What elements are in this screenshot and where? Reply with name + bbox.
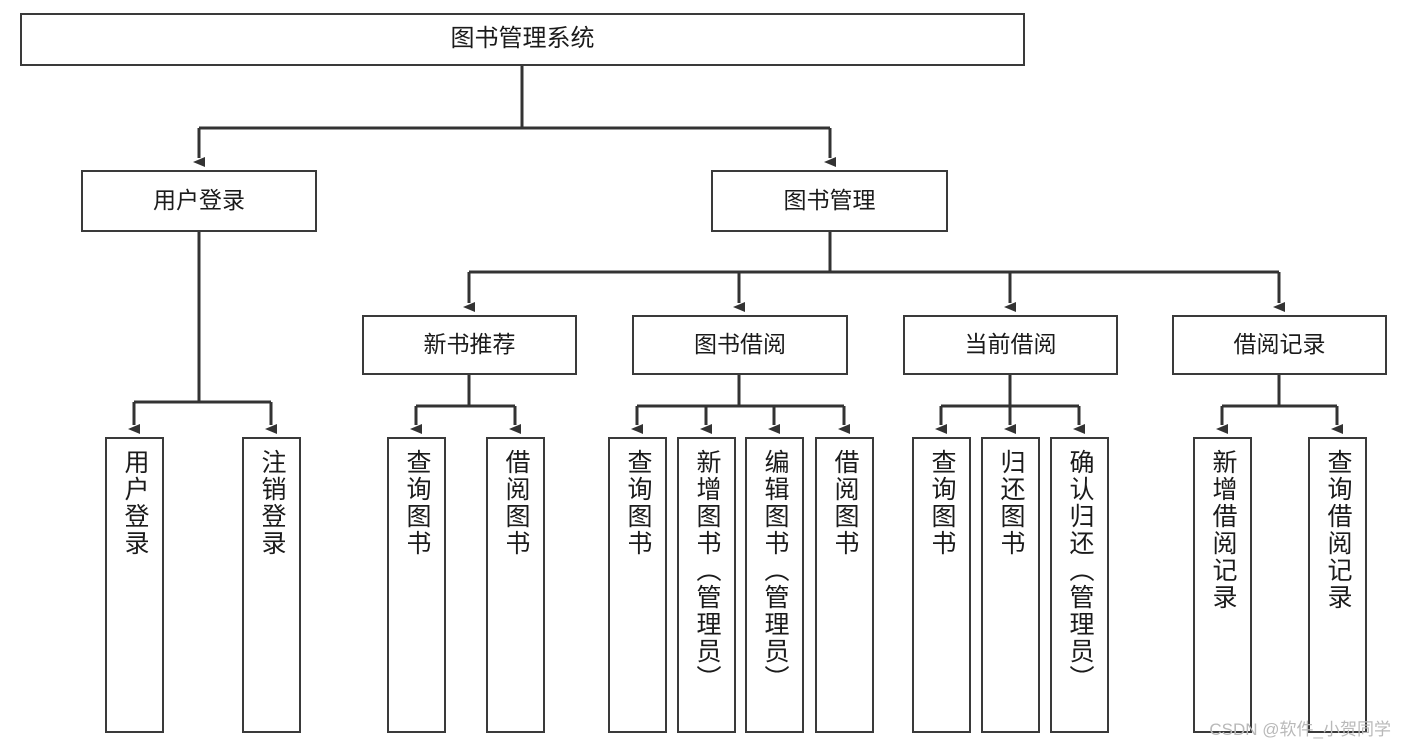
node-user-login[interactable]: 用户登录 [81,170,317,232]
node-label: 编辑图书（管理员） [761,449,789,692]
node-label: 借阅记录 [1233,331,1326,358]
leaf-user-login[interactable]: 用户登录 [105,437,164,733]
leaf-borrow-book-new[interactable]: 借阅图书 [486,437,545,733]
leaf-confirm-return-admin[interactable]: 确认归还（管理员） [1050,437,1109,733]
leaf-add-borrow-record[interactable]: 新增借阅记录 [1193,437,1252,733]
node-book-borrow[interactable]: 图书借阅 [632,315,848,375]
leaf-query-book-new[interactable]: 查询图书 [387,437,446,733]
node-label: 新增借阅记录 [1209,449,1237,611]
leaf-add-book-admin[interactable]: 新增图书（管理员） [677,437,736,733]
leaf-return-book[interactable]: 归还图书 [981,437,1040,733]
leaf-query-borrow-record[interactable]: 查询借阅记录 [1308,437,1367,733]
node-label: 用户登录 [153,187,245,214]
leaf-query-book[interactable]: 查询图书 [608,437,667,733]
node-label: 借阅图书 [502,449,530,557]
leaf-user-logout[interactable]: 注销登录 [242,437,301,733]
node-label: 用户登录 [121,449,149,557]
node-label: 新增图书（管理员） [693,449,721,692]
node-new-book-recommend[interactable]: 新书推荐 [362,315,577,375]
node-label: 查询图书 [928,449,956,557]
node-label: 查询借阅记录 [1324,449,1352,611]
node-label: 注销登录 [258,449,286,557]
node-label: 查询图书 [403,449,431,557]
leaf-query-book-current[interactable]: 查询图书 [912,437,971,733]
node-label: 借阅图书 [831,449,859,557]
node-borrow-record[interactable]: 借阅记录 [1172,315,1387,375]
node-label: 确认归还（管理员） [1066,449,1094,692]
leaf-edit-book-admin[interactable]: 编辑图书（管理员） [745,437,804,733]
node-label: 图书管理系统 [450,25,595,53]
node-label: 图书管理 [783,187,876,214]
csdn-watermark: CSDN @软件_小贺同学 [1209,720,1391,739]
node-label: 当前借阅 [964,331,1057,358]
node-label: 图书借阅 [694,331,786,358]
leaf-borrow-book[interactable]: 借阅图书 [815,437,874,733]
node-label: 新书推荐 [423,331,516,358]
node-book-management[interactable]: 图书管理 [711,170,948,232]
node-label: 归还图书 [997,449,1025,557]
node-label: 查询图书 [624,449,652,557]
node-root-system[interactable]: 图书管理系统 [20,13,1025,66]
node-current-borrow[interactable]: 当前借阅 [903,315,1118,375]
